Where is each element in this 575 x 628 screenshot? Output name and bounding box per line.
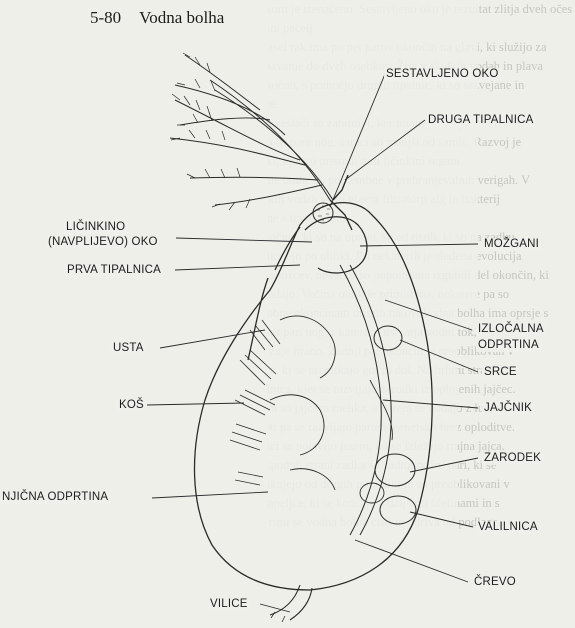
label-izlocalna-line1: IZLOČALNA	[476, 323, 546, 336]
label-zarodek: ZARODEK	[482, 452, 543, 465]
label-sestavljeno-oko: SESTAVLJENO OKO	[384, 68, 501, 81]
figure-title: 5-80 Vodna bolha	[84, 8, 230, 28]
label-licinkino-oko-line1: LIČINKINO	[64, 221, 127, 234]
label-izlocalna-line2: ODPRTINA	[476, 339, 541, 352]
label-licinkino-oko-line2: (NAVPLIJEVO) OKO	[46, 236, 160, 249]
figure-caption: Vodna bolha	[139, 8, 224, 27]
label-usta: USTA	[111, 342, 146, 355]
label-prva-tipalnica: PRVA TIPALNICA	[65, 264, 163, 277]
label-crevo: ČREVO	[472, 576, 518, 589]
label-druga-tipalnica: DRUGA TIPALNICA	[426, 114, 535, 127]
figure-number: 5-80	[90, 8, 121, 27]
label-jajcnik: JAJČNIK	[482, 402, 534, 415]
label-mozgani: MOŽGANI	[482, 238, 541, 251]
label-valilnica: VALILNICA	[476, 521, 540, 534]
label-srce: SRCE	[482, 366, 519, 379]
label-nojicna-odprtina: NJIČNA ODPRTINA	[0, 491, 110, 504]
label-vilice: VILICE	[208, 598, 250, 611]
label-kos: KOŠ	[117, 399, 146, 412]
